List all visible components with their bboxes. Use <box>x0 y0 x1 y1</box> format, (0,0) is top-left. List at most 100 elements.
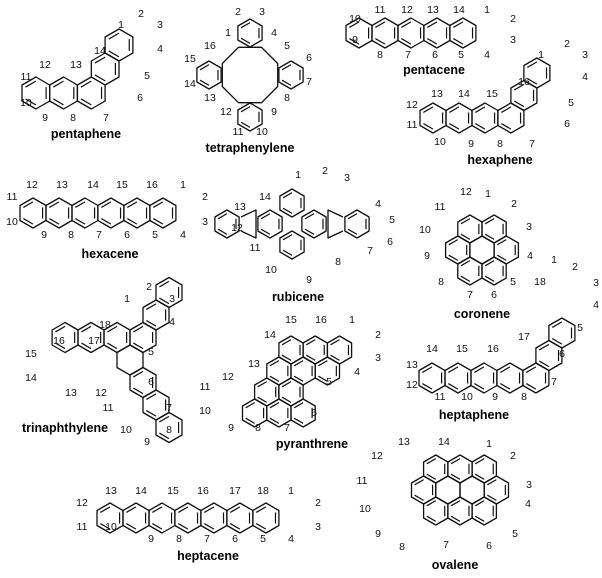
double-bond <box>460 260 471 267</box>
position-number: 10 <box>349 13 361 25</box>
position-number: 3 <box>157 19 163 31</box>
position-number: 13 <box>398 436 410 448</box>
position-number: 16 <box>487 343 499 355</box>
position-number: 10 <box>256 126 268 138</box>
double-bond <box>23 201 34 208</box>
double-bond <box>426 458 437 465</box>
position-number: 9 <box>271 106 277 118</box>
position-number: 1 <box>349 314 355 326</box>
position-number: 7 <box>405 49 411 61</box>
compound-name: ovalene <box>432 558 479 572</box>
position-number: 13 <box>70 59 82 71</box>
position-number: 5 <box>148 346 154 358</box>
ring-bond <box>301 209 327 239</box>
double-bond <box>146 320 157 327</box>
position-number: 4 <box>288 533 294 545</box>
position-number: 4 <box>484 49 490 61</box>
double-bond <box>159 432 170 440</box>
double-bond <box>133 387 144 395</box>
position-number: 1 <box>118 19 124 31</box>
double-bond <box>229 523 241 530</box>
double-bond <box>514 100 525 108</box>
position-number: 14 <box>184 78 196 90</box>
double-bond <box>217 228 228 235</box>
double-bond <box>551 338 563 345</box>
double-bond <box>401 21 412 28</box>
position-number: 7 <box>306 76 312 88</box>
ring-bond <box>51 321 79 354</box>
position-number: 14 <box>135 485 147 497</box>
double-bond <box>375 21 386 28</box>
double-bond <box>281 381 292 388</box>
position-number: 15 <box>167 485 179 497</box>
position-number: 2 <box>375 329 381 341</box>
double-bond <box>427 21 438 28</box>
double-bond <box>204 523 215 530</box>
compound-name: trinaphthylene <box>22 421 108 435</box>
double-bond <box>305 339 316 346</box>
position-number: 11 <box>357 475 368 487</box>
compound-name: rubicene <box>272 290 324 304</box>
double-bond <box>282 249 293 256</box>
position-number: 9 <box>375 528 381 540</box>
position-number: 5 <box>510 276 516 288</box>
position-number: 12 <box>401 4 413 16</box>
position-number: 10 <box>20 97 32 109</box>
double-bond <box>496 254 507 261</box>
double-bond <box>255 523 267 530</box>
double-bond <box>159 415 170 423</box>
double-bond <box>146 393 157 400</box>
position-number: 5 <box>326 376 332 388</box>
position-number: 2 <box>322 165 328 177</box>
double-bond <box>81 325 92 333</box>
compound-name: pentaphene <box>51 127 121 141</box>
position-number: 5 <box>568 97 574 109</box>
double-bond <box>293 417 304 424</box>
double-bond <box>281 396 292 403</box>
position-number: 4 <box>169 316 175 328</box>
position-number: 3 <box>202 216 208 228</box>
position-number: 1 <box>288 485 294 497</box>
double-bond <box>487 494 497 501</box>
position-number: 7 <box>284 422 290 434</box>
position-number: 6 <box>232 533 238 545</box>
double-bond <box>474 500 485 507</box>
position-number: 2 <box>572 261 578 273</box>
position-number: 15 <box>116 179 128 191</box>
double-bond <box>500 366 511 373</box>
position-number: 10 <box>419 224 431 236</box>
position-number: 2 <box>564 38 570 50</box>
position-number: 9 <box>468 138 474 150</box>
double-bond <box>269 417 280 424</box>
double-bond <box>260 213 271 220</box>
double-bond <box>304 213 315 220</box>
double-bond <box>475 106 486 113</box>
ring-bond <box>279 230 305 260</box>
double-bond <box>448 383 459 390</box>
double-bond <box>53 98 64 106</box>
position-number: 1 <box>180 179 186 191</box>
double-bond <box>449 106 460 113</box>
position-number: 12 <box>26 179 38 191</box>
double-bond <box>426 515 437 522</box>
double-bond <box>55 325 66 333</box>
position-number: 13 <box>431 88 443 100</box>
position-number: 10 <box>434 136 446 148</box>
double-bond <box>305 354 316 361</box>
double-bond <box>496 239 507 246</box>
position-number: 7 <box>551 376 557 388</box>
position-number: 5 <box>577 322 583 334</box>
position-number: 1 <box>295 169 301 181</box>
double-bond <box>349 21 360 28</box>
double-bond <box>484 275 495 282</box>
cyclopentadiene-bond <box>327 209 344 239</box>
double-bond <box>453 38 464 45</box>
double-bond <box>474 383 485 390</box>
double-bond <box>240 37 251 44</box>
ring-bond <box>483 475 510 505</box>
position-number: 14 <box>87 179 99 191</box>
